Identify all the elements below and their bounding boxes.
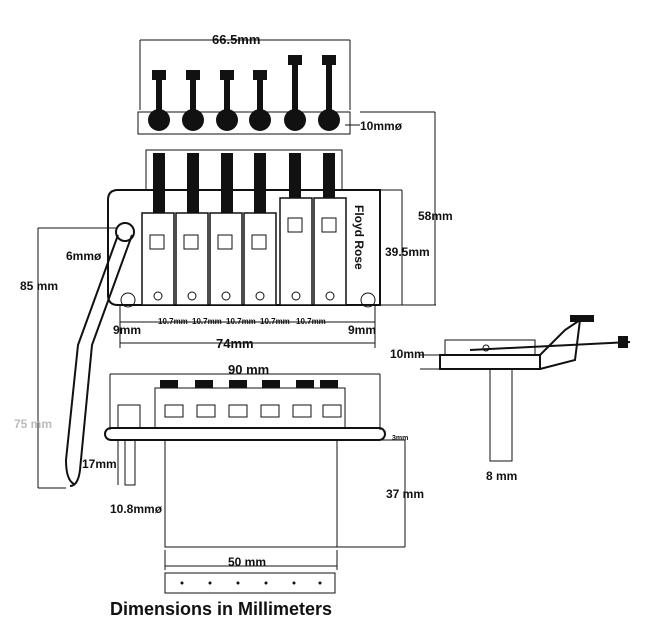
label-arm-85: 85 mm [20,279,58,293]
label-side-8: 8 mm [486,469,517,483]
label-front-90: 90 mm [228,362,269,377]
front-post [124,439,136,486]
arm-socket [115,222,135,242]
block-bottom-view [164,572,336,594]
label-block-37: 37 mm [386,487,424,501]
label-block-50: 50 mm [228,555,266,569]
label-hole-6: 6mmø [66,249,102,263]
label-spacing: 10.7mm [192,317,222,326]
tremolo-arm-outer [64,234,119,485]
block-holes [180,581,322,585]
label-side-10: 10mm [390,347,425,361]
sustain-block [164,439,338,548]
label-right-9: 9mm [348,323,376,337]
label-left-9: 9mm [113,323,141,337]
front-arm-housing [117,404,141,429]
label-height-58: 58mm [418,209,453,223]
label-height-39-5: 39.5mm [385,245,430,259]
tuner-plate [137,111,351,135]
front-baseplate [104,427,386,441]
label-post-17: 17mm [82,457,117,471]
label-spacing: 10.7mm [260,317,290,326]
saddles [141,197,347,306]
string-locks [145,149,343,213]
label-small-3: 3mm [392,435,408,442]
label-base-74: 74mm [216,336,254,351]
label-post-10-8: 10.8mmø [110,502,163,516]
label-spacing: 10.7mm [158,317,188,326]
mount-hole-right [360,292,376,308]
tremolo-arm-inner [69,234,133,487]
diagram-caption: Dimensions in Millimeters [110,599,332,619]
brand-label: Floyd Rose [352,205,366,270]
label-top-width: 66.5mm [212,32,260,47]
baseplate-outline [107,189,381,306]
label-spacing: 10.7mm [296,317,326,326]
front-saddles [154,380,346,429]
side-view [439,315,631,462]
fine-tuner-keys [148,55,340,131]
mount-hole-left [120,292,136,308]
label-knob-diameter: 10mmø [360,119,403,133]
string-spacing-labels: 10.7mm 10.7mm 10.7mm 10.7mm 10.7mm [158,317,326,326]
label-spacing: 10.7mm [226,317,256,326]
label-arm-75: 75 mm [14,417,52,431]
